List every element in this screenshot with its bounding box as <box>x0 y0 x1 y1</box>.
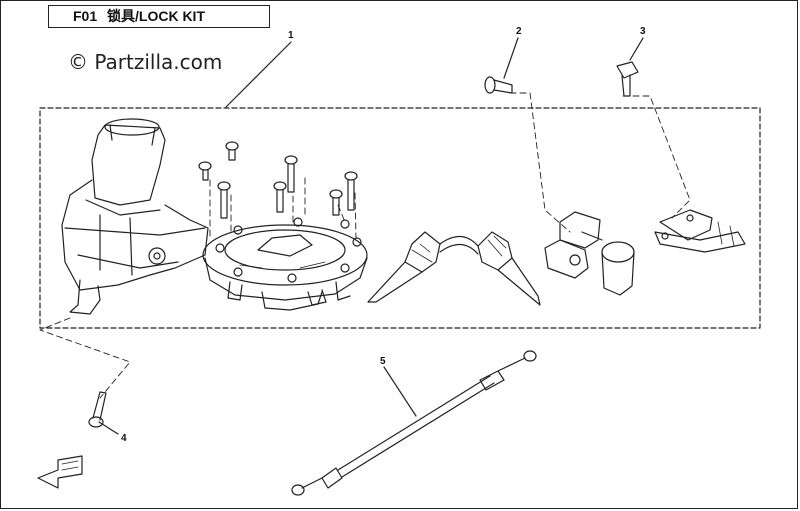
cap-screws <box>198 141 358 219</box>
leader-4 <box>98 421 119 435</box>
construction-lines <box>39 92 691 399</box>
leader-1 <box>225 41 292 108</box>
diagram-name: 锁具/LOCK KIT <box>107 8 205 24</box>
fuel-cap-lock <box>202 217 368 311</box>
release-cable <box>291 350 537 496</box>
keys <box>367 231 541 306</box>
cable-bracket <box>544 211 635 296</box>
leader-3 <box>629 37 644 61</box>
leader-5 <box>383 366 417 417</box>
callout-3: 3 <box>640 26 646 37</box>
callout-5: 5 <box>380 356 386 367</box>
mounting-bracket <box>654 209 746 253</box>
bolt-part-3 <box>616 61 639 97</box>
diagram-title: F01 锁具/LOCK KIT <box>48 5 270 28</box>
diagram-code: F01 <box>73 8 98 24</box>
assembly-boundary <box>39 107 761 329</box>
callout-4: 4 <box>121 433 127 444</box>
callout-1: 1 <box>288 30 294 41</box>
bolt-part-4 <box>88 391 107 428</box>
leader-2 <box>503 37 519 79</box>
partzilla-watermark: © Partzilla.com <box>68 50 223 74</box>
ignition-switch <box>61 118 209 315</box>
front-direction-arrow-icon <box>37 455 83 489</box>
bolt-part-2 <box>484 76 513 94</box>
callout-2: 2 <box>516 26 522 37</box>
